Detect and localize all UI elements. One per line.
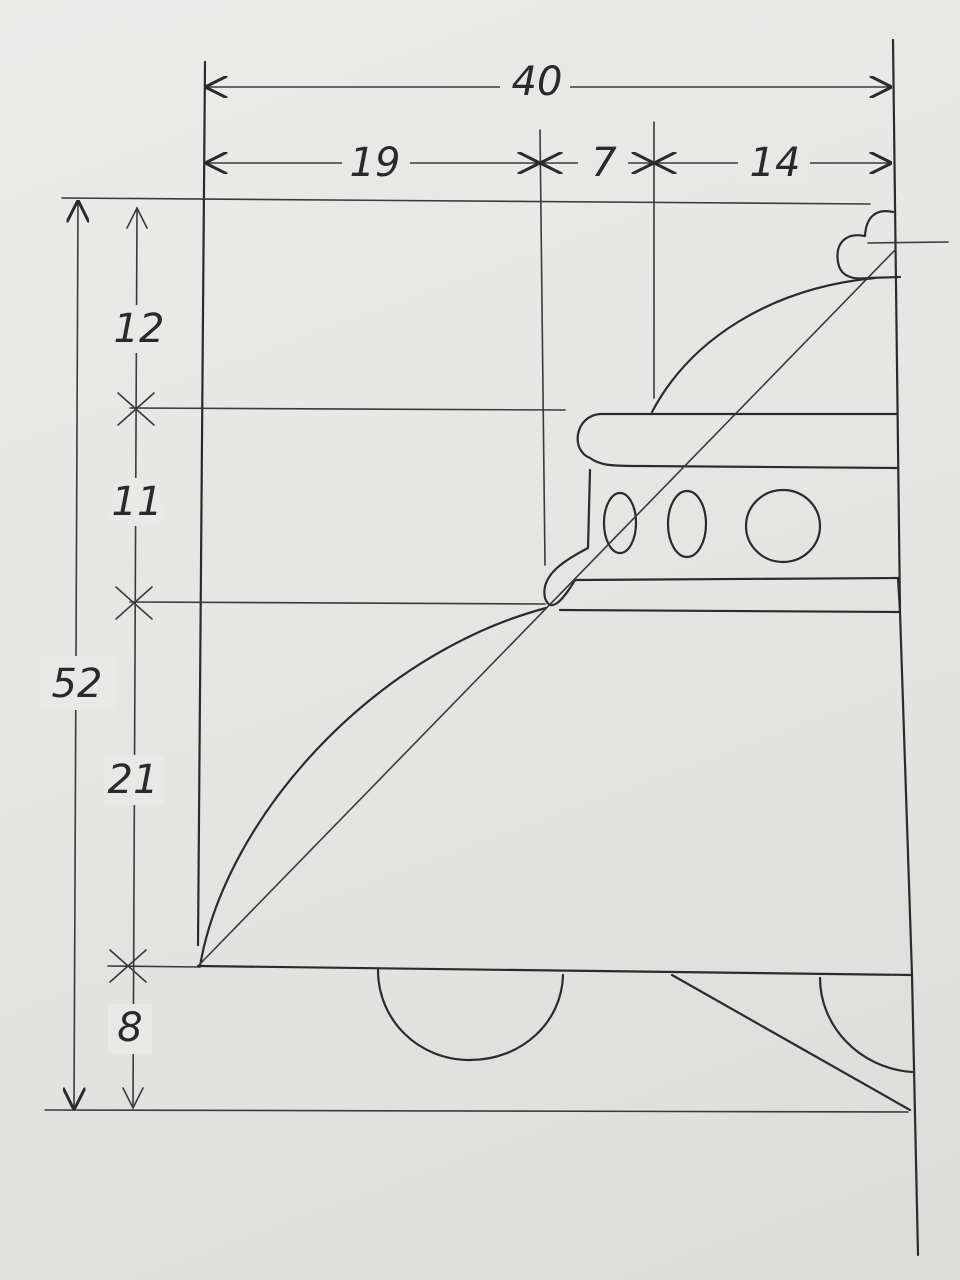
lower-cove-curve: [198, 606, 548, 968]
dim-arrow-top: [126, 206, 148, 229]
dimension-labels: 40 19 7 14 52 12 11 21 8: [40, 59, 810, 1054]
bottom-extension-line: [44, 1109, 909, 1113]
dim-tick-23: [115, 586, 153, 620]
corona-edge: [896, 576, 902, 614]
corona-line: [558, 608, 902, 614]
dim-label-21: 21: [108, 757, 159, 803]
dentil-oval-2: [666, 489, 708, 559]
extension-line-23: [129, 601, 546, 605]
upper-cyma-curve: [650, 276, 877, 414]
dim-label-12: 12: [114, 306, 165, 352]
dim-label-8: 8: [117, 1005, 142, 1051]
bottom-half-round: [376, 968, 565, 1062]
dim-label-11: 11: [112, 479, 163, 525]
dim-label-total-width: 40: [512, 59, 563, 105]
dim-label-total-height: 52: [52, 661, 103, 707]
right-edge-line: [910, 973, 920, 1257]
dim-label-19: 19: [350, 140, 401, 186]
diagonal-guide-line: [197, 249, 896, 967]
extension-line-12: [129, 407, 566, 411]
extension-lines: [44, 38, 909, 1113]
extension-line-19: [539, 129, 546, 566]
vertical-dimensions: [74, 202, 546, 1110]
dentil-circle-3: [744, 488, 822, 564]
dim-line-segments: [132, 207, 138, 1109]
right-extension-line: [891, 38, 902, 612]
dim-label-7: 7: [591, 140, 617, 186]
left-extension-line: [196, 60, 207, 947]
dentil-band: [543, 468, 900, 607]
base-line: [196, 964, 914, 977]
dim-arrow-bottom: [122, 1087, 144, 1110]
dim-label-14: 14: [750, 140, 801, 186]
top-bead: [836, 210, 902, 280]
molding-profile: [196, 210, 949, 1257]
bracket-quarter-round: [818, 976, 914, 1074]
dentil-oval-1: [602, 491, 638, 555]
top-extension-line: [61, 197, 871, 205]
right-face-line: [898, 610, 914, 977]
dim-tick-12: [117, 392, 155, 426]
upper-fillet-band: [576, 412, 899, 470]
dim-line-total-height: [74, 202, 78, 1108]
bracket-diagonal: [670, 973, 912, 1112]
bead-guide-line: [867, 241, 949, 244]
extension-line-44: [107, 965, 201, 968]
